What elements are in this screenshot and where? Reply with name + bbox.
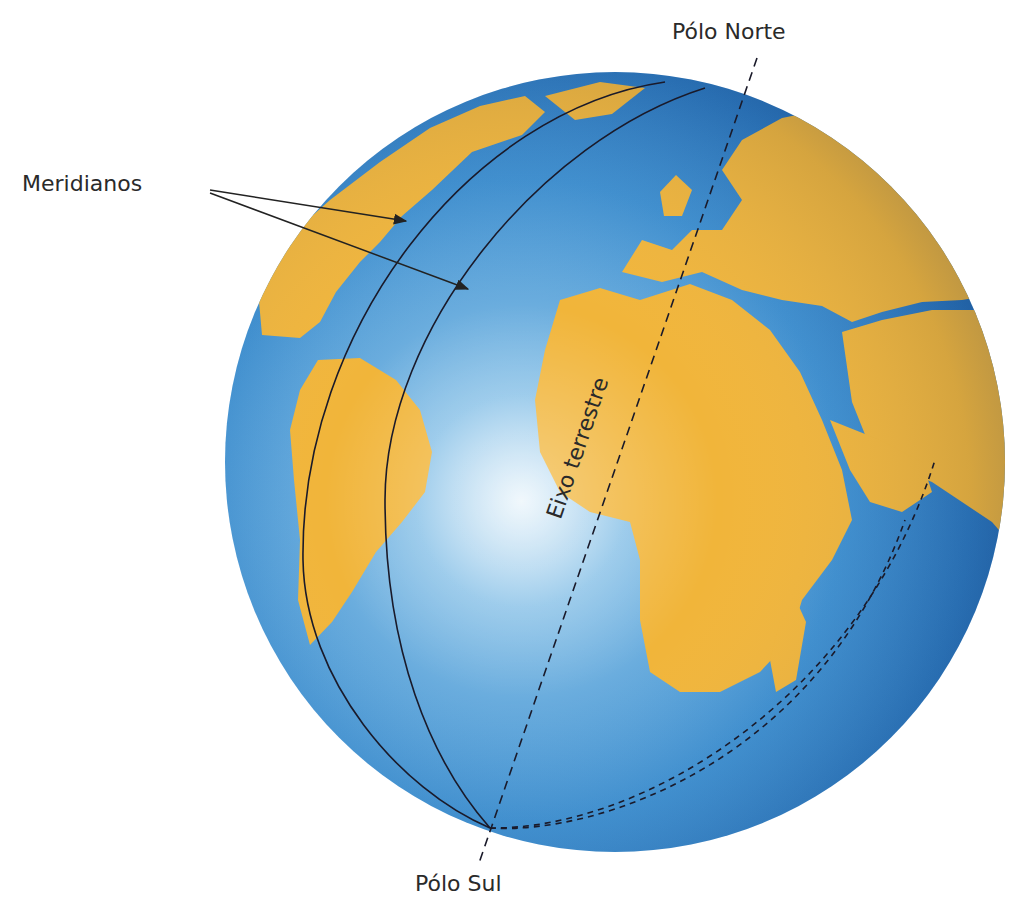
meridians [303,82,935,828]
meridian-line [385,88,705,828]
pole-label: Pólo Sul [415,872,502,896]
earth-axis [478,58,757,866]
hidden-meridian [490,520,905,828]
ocean [225,72,1005,852]
leader-line [210,193,468,289]
leader-lines [210,190,468,289]
sphere-shading [225,72,1005,852]
callout-label: Meridianos [22,172,142,196]
pole-label: Pólo Norte [672,20,786,44]
leader-line [210,190,406,221]
meridian-line [303,82,665,828]
